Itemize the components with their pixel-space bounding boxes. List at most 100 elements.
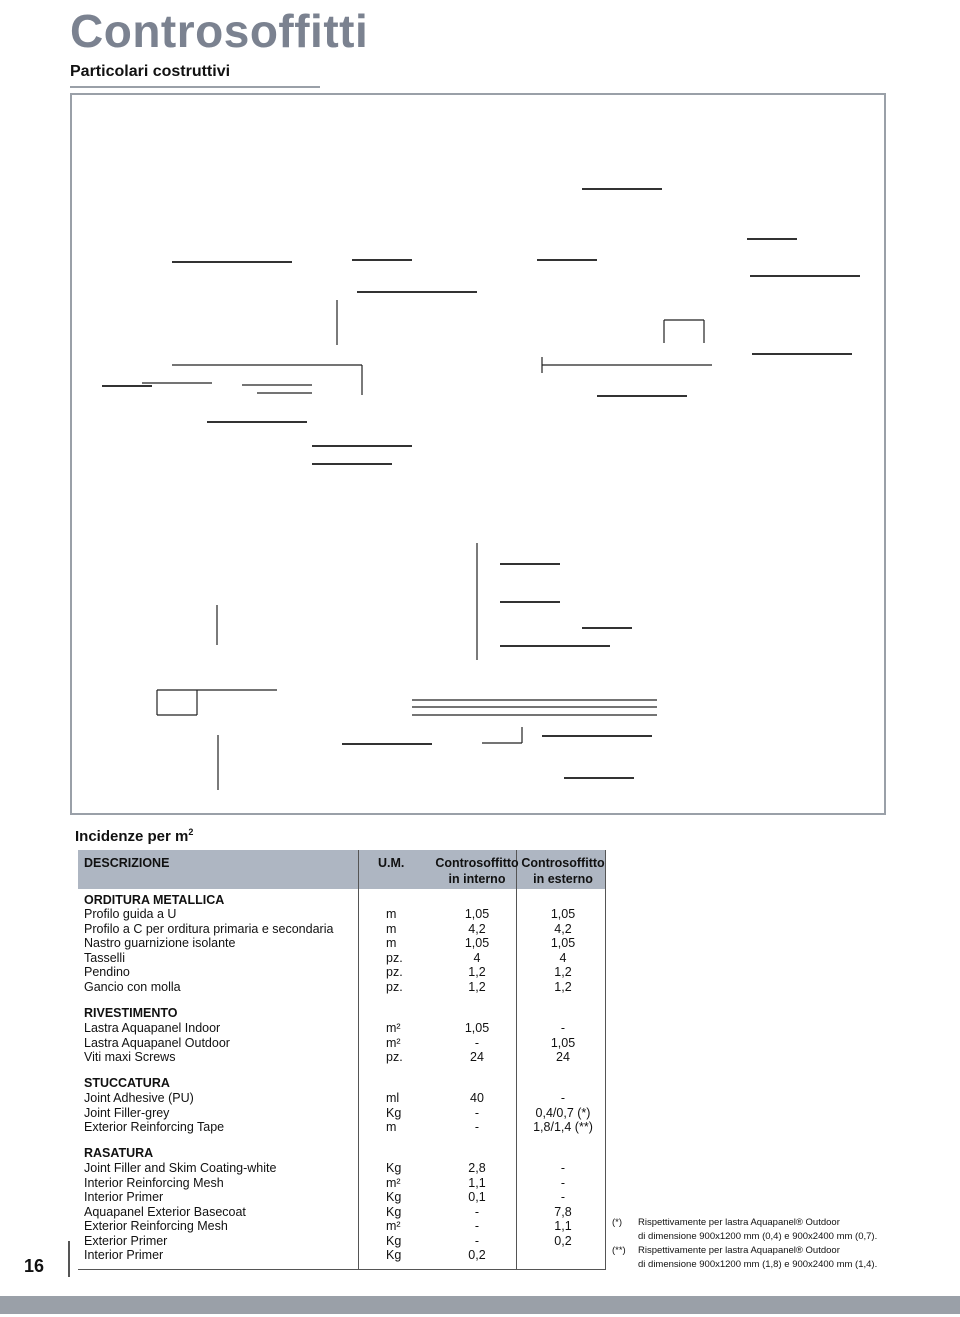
row-interno: 24 xyxy=(470,1050,484,1064)
row-um: m xyxy=(386,936,397,950)
row-esterno: 1,2 xyxy=(554,979,572,994)
row-um: m xyxy=(386,907,397,921)
row-interno: 40 xyxy=(470,1091,484,1105)
row-interno: - xyxy=(474,1035,480,1050)
row-interno: 1,2 xyxy=(468,979,486,994)
footnote-line2: di dimensione 900x1200 mm (0,4) e 900x24… xyxy=(638,1231,878,1242)
row-um: m² xyxy=(386,1175,401,1190)
row-interno: 2,8 xyxy=(468,1161,486,1175)
col-header-um: U.M. xyxy=(378,856,405,870)
row-esterno: 1,1 xyxy=(554,1219,572,1233)
row-esterno: 0,4/0,7 (*) xyxy=(535,1105,591,1120)
col-header-interno-1: Controsoffitto xyxy=(435,856,519,870)
row-desc: Viti maxi Screws xyxy=(84,1050,176,1064)
row-um: m² xyxy=(386,1219,401,1233)
row-um: ml xyxy=(386,1091,400,1105)
construction-drawing xyxy=(70,93,886,815)
footnote: (*) Rispettivamente per lastra Aquapanel®… xyxy=(612,1216,877,1230)
incidenze-table: DESCRIZIONE U.M. Controsoffitto in inter… xyxy=(78,850,606,1270)
footnote: (**) Rispettivamente per lastra Aquapanel… xyxy=(612,1244,877,1258)
row-interno: - xyxy=(474,1233,480,1248)
row-desc: Profilo a C per orditura primaria e seco… xyxy=(84,921,334,936)
row-um: pz. xyxy=(386,950,403,965)
row-desc: Joint Filler-grey xyxy=(84,1105,170,1120)
row-desc: Lastra Aquapanel Outdoor xyxy=(84,1035,230,1050)
row-esterno: - xyxy=(560,1021,566,1035)
page-title: Controsoffitti xyxy=(70,5,369,57)
row-desc: Nastro guarnizione isolante xyxy=(84,936,236,950)
row-desc: Exterior Primer xyxy=(84,1233,168,1248)
row-esterno: 7,8 xyxy=(554,1204,572,1219)
group-title: RIVESTIMENTO xyxy=(84,1006,178,1020)
row-desc: Lastra Aquapanel Indoor xyxy=(84,1021,221,1035)
page-subtitle: Particolari costruttivi xyxy=(70,63,231,80)
footnote-mark: (*) xyxy=(612,1217,623,1228)
group-title: RASATURA xyxy=(84,1146,154,1160)
column-divider xyxy=(358,850,359,1270)
col-header-descrizione: DESCRIZIONE xyxy=(84,856,170,870)
group-title: STUCCATURA xyxy=(84,1076,170,1090)
drawing-sketch xyxy=(102,188,860,790)
row-interno: 0,2 xyxy=(468,1248,486,1262)
row-um: Kg xyxy=(386,1248,402,1262)
row-esterno: - xyxy=(560,1161,566,1175)
page-number: 16 xyxy=(24,1256,45,1276)
row-um: m² xyxy=(386,1021,401,1035)
row-desc: Gancio con molla xyxy=(84,979,181,994)
row-interno: - xyxy=(474,1105,480,1120)
subtitle-rule xyxy=(70,86,320,88)
row-desc: Joint Filler and Skim Coating-white xyxy=(84,1161,277,1175)
row-interno: 1,05 xyxy=(464,907,490,921)
table-bottom-rule xyxy=(78,1269,606,1270)
row-desc: Interior Primer xyxy=(84,1190,164,1204)
row-desc: Tasselli xyxy=(84,950,125,965)
row-interno: 1,1 xyxy=(468,1175,486,1190)
row-desc: Profilo guida a U xyxy=(84,907,177,921)
column-divider xyxy=(605,850,606,1270)
row-um: pz. xyxy=(386,979,403,994)
row-esterno: 1,05 xyxy=(550,936,576,950)
row-esterno: 1,8/1,4 (**) xyxy=(533,1120,593,1134)
row-um: Kg xyxy=(386,1233,402,1248)
row-interno: 4,2 xyxy=(468,921,486,936)
row-esterno: 24 xyxy=(556,1050,570,1064)
footnotes: (*) Rispettivamente per lastra Aquapanel®… xyxy=(612,1216,877,1272)
row-desc: Interior Primer xyxy=(84,1248,164,1262)
incidenze-sup: 2 xyxy=(188,827,194,837)
col-header-esterno-2: in esterno xyxy=(533,872,593,886)
footnote-mark: (**) xyxy=(612,1245,626,1256)
row-esterno: 4,2 xyxy=(554,921,572,936)
row-um: Kg xyxy=(386,1105,402,1120)
footnote-line1: Rispettivamente per lastra Aquapanel® Ou… xyxy=(638,1217,840,1228)
row-interno: - xyxy=(474,1204,480,1219)
row-um: m xyxy=(386,921,397,936)
footnote-line1: Rispettivamente per lastra Aquapanel® Ou… xyxy=(638,1245,840,1256)
row-desc: Aquapanel Exterior Basecoat xyxy=(84,1204,246,1219)
row-um: Kg xyxy=(386,1161,402,1175)
table-header xyxy=(78,850,606,889)
row-desc: Pendino xyxy=(84,965,130,979)
row-um: pz. xyxy=(386,965,403,979)
row-interno: 1,2 xyxy=(468,965,486,979)
col-header-esterno-1: Controsoffitto xyxy=(521,856,605,870)
row-esterno: 0,2 xyxy=(554,1233,572,1248)
row-esterno: 1,05 xyxy=(550,1035,576,1050)
row-desc: Exterior Reinforcing Mesh xyxy=(84,1219,228,1233)
row-interno: - xyxy=(474,1120,480,1134)
row-um: Kg xyxy=(386,1204,402,1219)
row-um: m xyxy=(386,1120,397,1134)
row-interno: 1,05 xyxy=(464,936,490,950)
row-um: pz. xyxy=(386,1050,403,1064)
incidenze-text: Incidenze per m xyxy=(75,828,189,845)
row-desc: Interior Reinforcing Mesh xyxy=(84,1175,224,1190)
footnote-line2: di dimensione 900x1200 mm (1,8) e 900x24… xyxy=(638,1259,878,1270)
row-desc: Exterior Reinforcing Tape xyxy=(84,1120,225,1134)
col-header-interno-2: in interno xyxy=(448,872,506,886)
row-interno: 0,1 xyxy=(468,1190,486,1204)
row-interno: - xyxy=(474,1219,480,1233)
row-um: m² xyxy=(386,1035,401,1050)
incidenze-heading: Incidenze per m2 xyxy=(75,827,193,845)
footer-bar xyxy=(0,1296,960,1314)
row-esterno: 4 xyxy=(559,950,567,965)
row-interno: 1,05 xyxy=(464,1021,490,1035)
